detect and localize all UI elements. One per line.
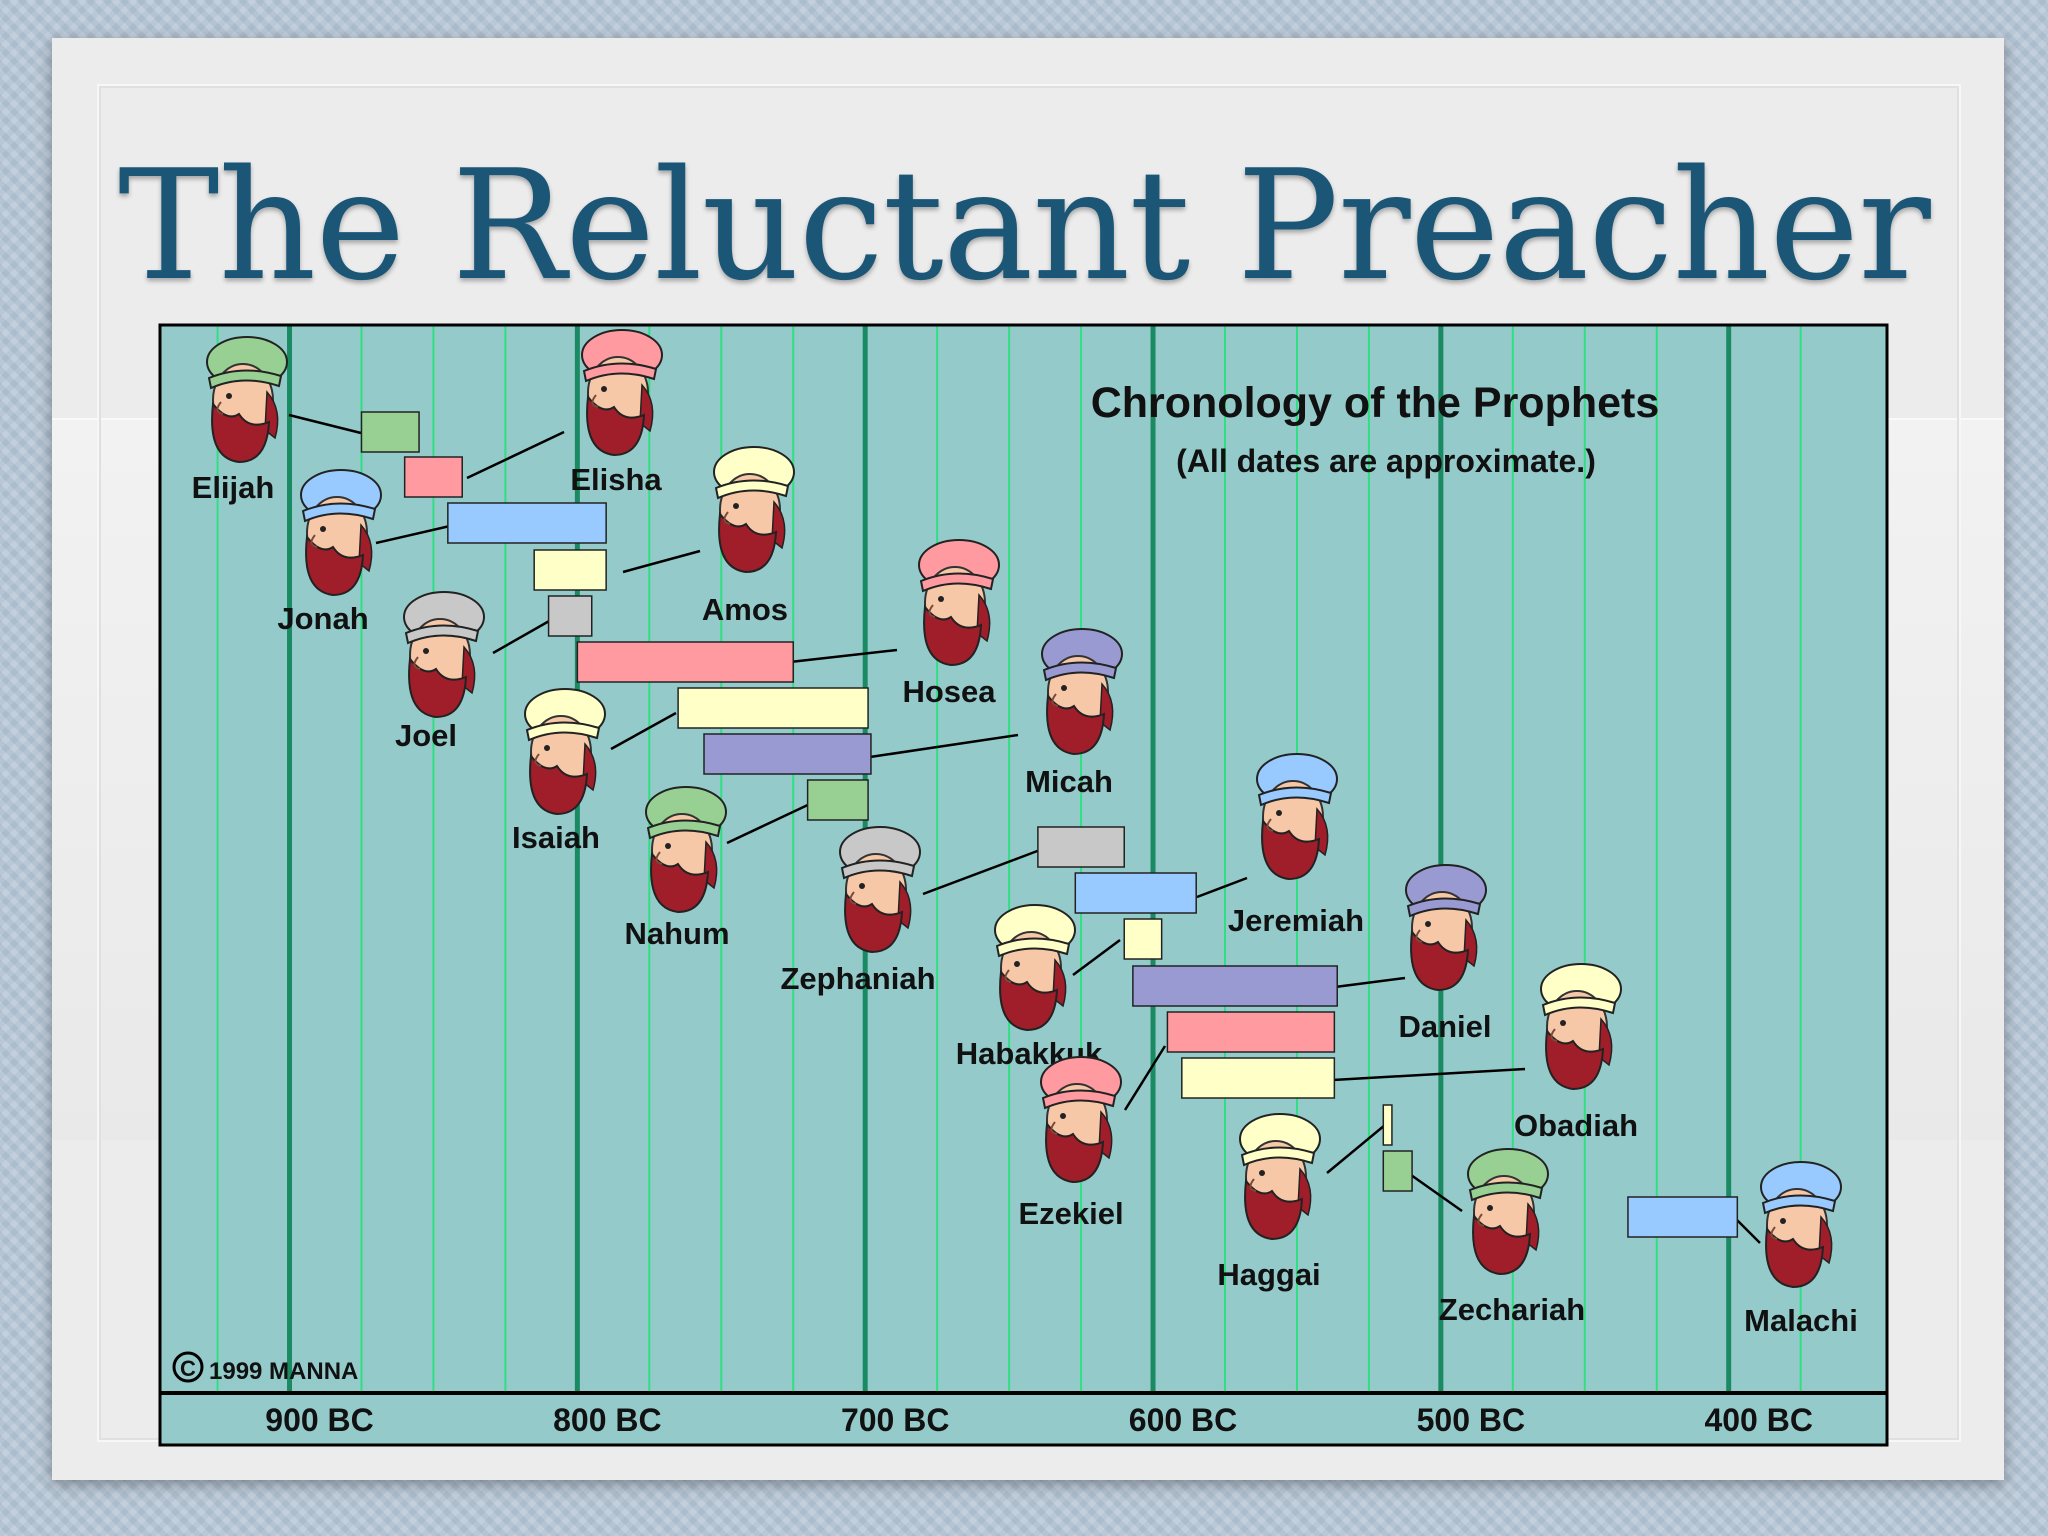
bar — [361, 412, 419, 452]
prophet-label: Amos — [702, 592, 788, 627]
copyright-icon-letter: C — [180, 1356, 196, 1381]
prophet-label: Malachi — [1744, 1303, 1858, 1338]
x-tick-label: 500 BC — [1417, 1402, 1526, 1438]
x-tick-label: 900 BC — [265, 1402, 374, 1438]
chart-subtitle: (All dates are approximate.) — [1176, 443, 1596, 479]
x-tick-label: 400 BC — [1704, 1402, 1813, 1438]
eye — [1014, 961, 1020, 967]
eye — [226, 393, 232, 399]
prophet-label: Daniel — [1398, 1009, 1491, 1044]
x-tick-label: 800 BC — [553, 1402, 662, 1438]
bar — [1133, 966, 1337, 1006]
bar — [534, 550, 606, 590]
prophet-label: Elisha — [570, 462, 662, 497]
eye — [859, 883, 865, 889]
bar — [678, 688, 868, 728]
prophet-label: Nahum — [624, 916, 729, 951]
bar — [704, 734, 871, 774]
prophet-label: Elijah — [192, 470, 275, 505]
bar — [1383, 1105, 1392, 1145]
x-tick-label: 700 BC — [841, 1402, 950, 1438]
bar — [808, 780, 868, 820]
chart-title: Chronology of the Prophets — [1091, 379, 1660, 427]
eye — [544, 745, 550, 751]
eye — [423, 648, 429, 654]
prophet-label: Haggai — [1217, 1257, 1320, 1292]
bar — [1167, 1012, 1334, 1052]
prophet-label: Ezekiel — [1018, 1196, 1123, 1231]
bar — [1383, 1151, 1412, 1191]
eye — [938, 596, 944, 602]
bar — [405, 457, 463, 497]
bar — [1038, 827, 1124, 867]
bar — [1628, 1197, 1737, 1237]
bar — [1182, 1058, 1335, 1098]
eye — [1780, 1218, 1786, 1224]
bar — [577, 642, 793, 682]
eye — [1276, 810, 1282, 816]
bar — [448, 503, 606, 543]
bar — [549, 596, 592, 636]
eye — [1425, 921, 1431, 927]
eye — [320, 526, 326, 532]
bar — [1075, 873, 1196, 913]
eye — [1560, 1020, 1566, 1026]
eye — [1259, 1170, 1265, 1176]
prophet-label: Micah — [1025, 764, 1113, 799]
bar — [1124, 919, 1161, 959]
prophet-label: Obadiah — [1514, 1108, 1638, 1143]
prophet-label: Zechariah — [1439, 1292, 1585, 1327]
x-tick-label: 600 BC — [1129, 1402, 1238, 1438]
eye — [733, 503, 739, 509]
eye — [1061, 685, 1067, 691]
eye — [1487, 1205, 1493, 1211]
eye — [601, 386, 607, 392]
prophet-label: Hosea — [902, 674, 996, 709]
prophet-label: Zephaniah — [780, 961, 935, 996]
prophet-label: Jeremiah — [1228, 903, 1364, 938]
prophet-label: Jonah — [277, 601, 368, 636]
eye — [1060, 1113, 1066, 1119]
copyright-text: 1999 MANNA — [209, 1358, 358, 1385]
prophet-label: Isaiah — [512, 820, 600, 855]
eye — [665, 843, 671, 849]
prophet-label: Joel — [395, 718, 457, 753]
